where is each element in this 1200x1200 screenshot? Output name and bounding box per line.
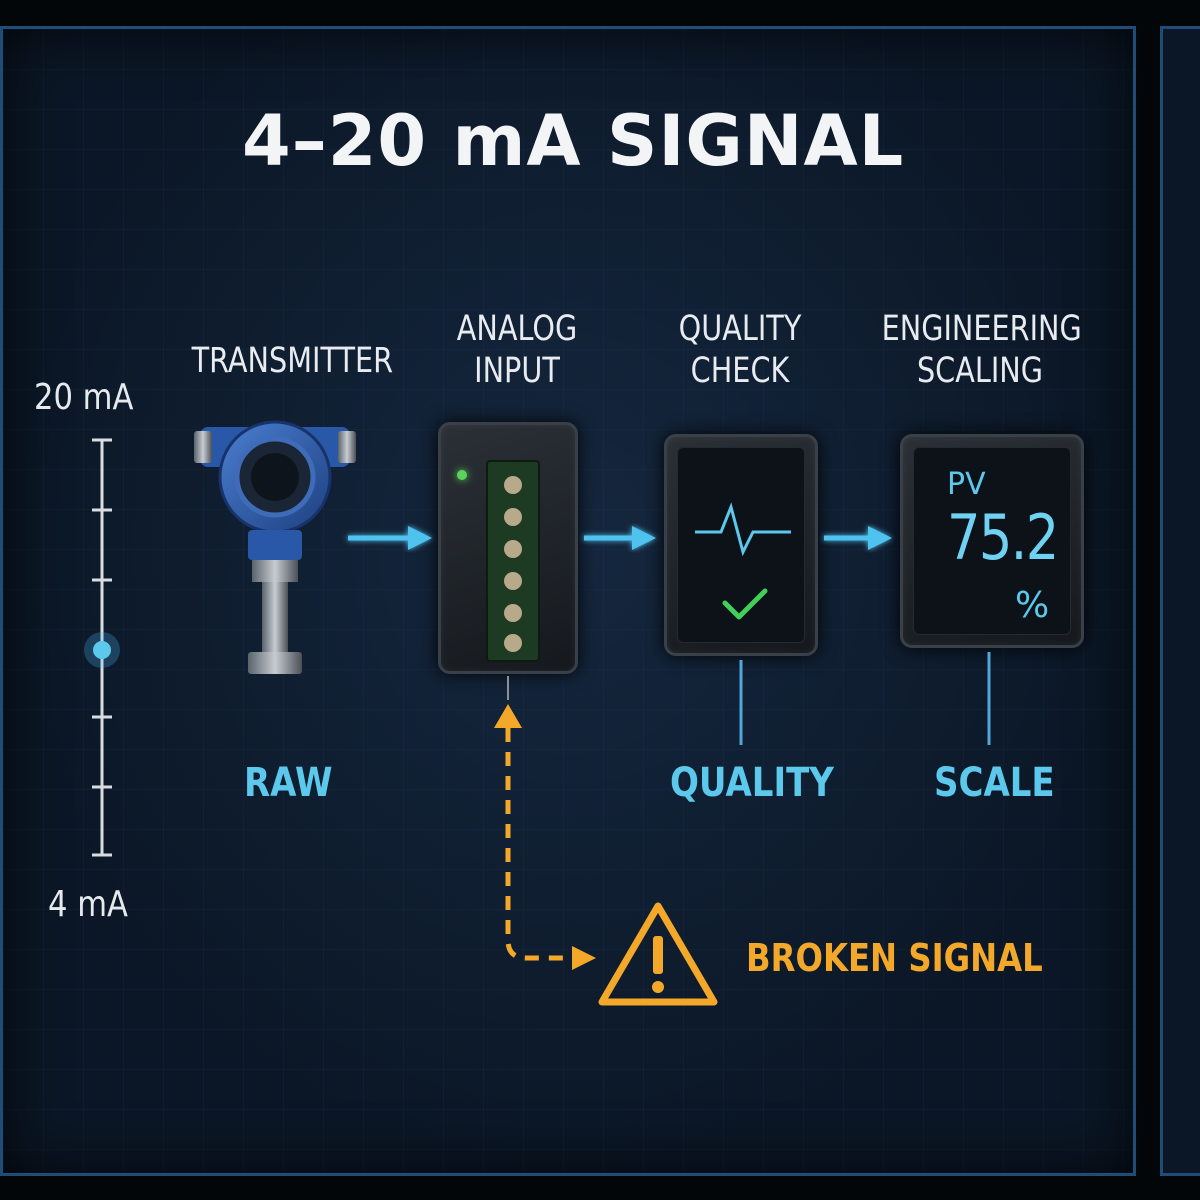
broken-signal-path bbox=[505, 728, 570, 961]
transmitter-label: TRANSMITTER bbox=[191, 341, 394, 381]
checkmark-icon bbox=[722, 588, 768, 620]
pv-value: 75.2 bbox=[947, 501, 1059, 574]
quality-label: QUALITY bbox=[670, 760, 834, 806]
scale-label: SCALE bbox=[934, 760, 1055, 806]
analog-input-module bbox=[438, 422, 578, 674]
scale-bottom-label: 4 mA bbox=[48, 884, 128, 925]
ma-scale bbox=[84, 438, 120, 857]
broken-signal-label: BROKEN SIGNAL bbox=[746, 936, 1043, 980]
warning-triangle-icon bbox=[598, 902, 718, 1006]
pressure-transmitter-icon bbox=[194, 420, 356, 674]
raw-label: RAW bbox=[244, 760, 333, 806]
pv-unit: % bbox=[1015, 585, 1050, 626]
scale-top-label: 20 mA bbox=[34, 377, 134, 418]
engineering-display: PV 75.2 % bbox=[900, 434, 1084, 648]
diagram-title: 4–20 mA SIGNAL bbox=[242, 100, 905, 182]
current-level-marker bbox=[93, 641, 111, 659]
waveform-icon bbox=[695, 502, 791, 557]
pv-label: PV bbox=[947, 467, 986, 502]
quality-check-display bbox=[664, 434, 818, 656]
status-led-icon bbox=[457, 470, 467, 480]
adjacent-panel bbox=[1160, 26, 1200, 1176]
terminal-block-icon bbox=[486, 460, 540, 662]
